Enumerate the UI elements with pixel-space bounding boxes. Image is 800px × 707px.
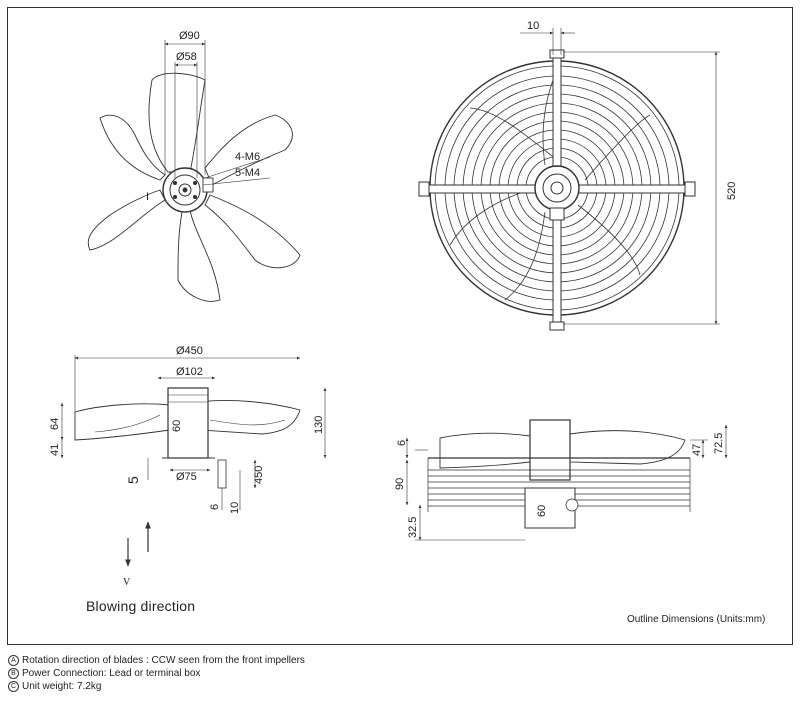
grille-front-view: [418, 28, 720, 331]
dim-h450: 450: [253, 466, 265, 484]
note-text: Rotation direction of blades : CCW seen …: [22, 655, 305, 666]
dim-d90: Ø90: [179, 30, 200, 42]
impeller-front-view: [87, 40, 301, 302]
fan-side-view: [405, 419, 728, 541]
dim-h60-right: 60: [536, 505, 548, 517]
dim-h130: 130: [313, 416, 325, 434]
drawing-frame: [7, 7, 793, 645]
v-label: V: [123, 577, 131, 588]
dim-4m6: 4-M6: [235, 151, 260, 163]
note-mark: C: [8, 681, 19, 692]
note-text: Unit weight: 7.2kg: [22, 681, 102, 692]
dim-h72-5: 72.5: [713, 433, 725, 454]
blowing-direction-label: Blowing direction: [86, 598, 196, 614]
dim-h520: 520: [726, 182, 738, 200]
impeller-side-view: [60, 355, 327, 510]
impeller-hub: [162, 167, 214, 213]
note-weight: C Unit weight: 7.2kg: [8, 680, 305, 693]
note-mark: A: [8, 655, 19, 666]
dim-w10: 10: [527, 20, 539, 32]
note-mark: B: [8, 668, 19, 679]
dim-h5: 5: [125, 476, 141, 484]
note-rotation: A Rotation direction of blades : CCW see…: [8, 654, 305, 667]
blowing-direction-arrows: [125, 521, 151, 567]
dim-h90: 90: [394, 478, 406, 490]
impeller-blades: [87, 72, 301, 302]
dim-d58: Ø58: [176, 51, 197, 63]
dim-d75: Ø75: [176, 471, 197, 483]
notes-list: A Rotation direction of blades : CCW see…: [8, 654, 305, 693]
dim-h41: 41: [49, 444, 61, 456]
grille-blade-curves: [449, 74, 651, 301]
dim-h6-left: 6: [209, 504, 221, 510]
dim-h47: 47: [691, 444, 703, 456]
dim-h32-5: 32.5: [407, 517, 419, 538]
outline-dimensions-label: Outline Dimensions (Units:mm): [627, 614, 766, 625]
dim-5m4: 5-M4: [235, 167, 260, 179]
note-power: B Power Connection: Lead or terminal box: [8, 667, 305, 680]
dim-h10: 10: [229, 502, 241, 514]
dim-d450: Ø450: [176, 345, 203, 357]
dim-d102: Ø102: [176, 366, 203, 378]
note-text: Power Connection: Lead or terminal box: [22, 668, 201, 679]
dim-h6-right: 6: [396, 440, 408, 446]
dim-h60-left: 60: [171, 420, 183, 432]
dim-h64: 64: [49, 418, 61, 430]
label-i: I: [146, 191, 149, 203]
